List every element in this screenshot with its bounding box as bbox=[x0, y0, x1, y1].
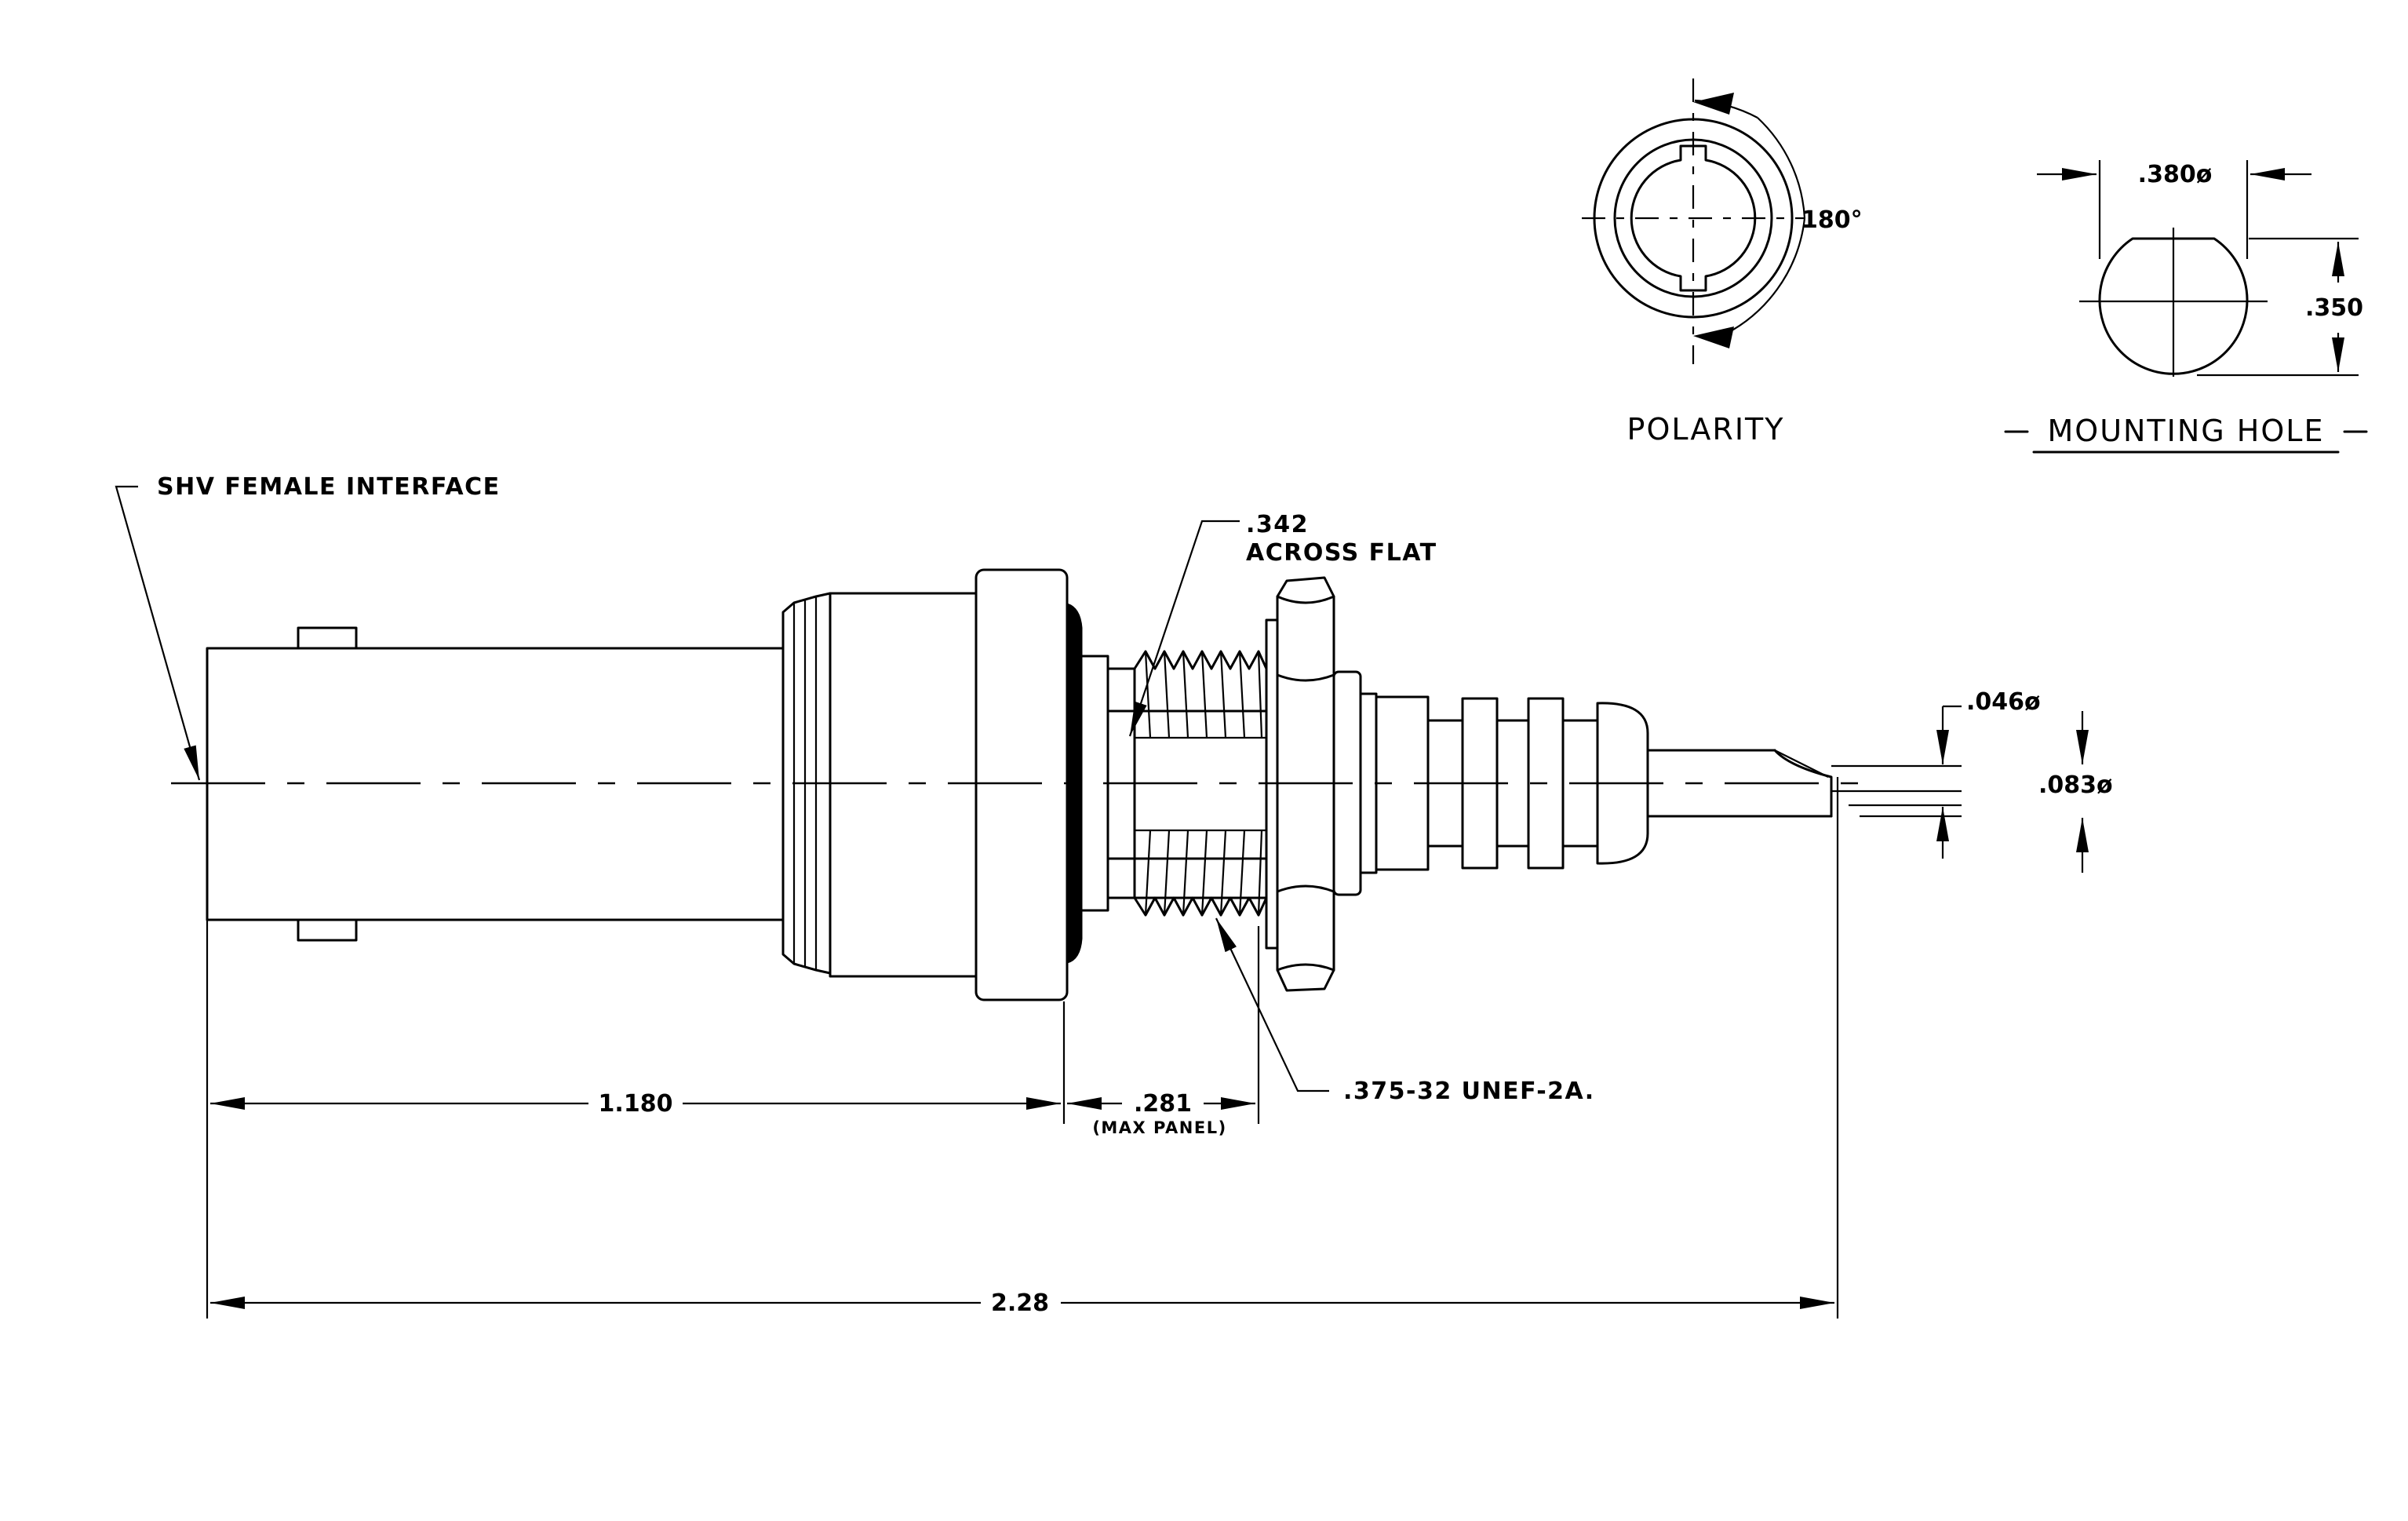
interface-label: SHV FEMALE INTERFACE bbox=[157, 473, 501, 501]
dim-228-value: 2.28 bbox=[991, 1289, 1049, 1317]
max-panel-label: (MAX PANEL) bbox=[1092, 1118, 1226, 1137]
dim-1180-value: 1.180 bbox=[599, 1090, 673, 1118]
hole-flat-value: .350 bbox=[2305, 294, 2363, 322]
cable-diameter-value: .083ø bbox=[2038, 771, 2113, 799]
polarity-view: 180° POLARITY bbox=[1582, 78, 1863, 447]
threaded-shank bbox=[1080, 618, 1279, 950]
polarity-title: POLARITY bbox=[1627, 412, 1785, 447]
dimension-lines bbox=[206, 705, 2089, 1319]
mounting-hole-view: .380ø .350 MOUNTING HOLE bbox=[2004, 160, 2368, 454]
polarity-angle: 180° bbox=[1801, 206, 1863, 234]
gasket bbox=[1066, 602, 1083, 964]
dim-281-value: .281 bbox=[1134, 1090, 1192, 1118]
leaders bbox=[115, 485, 1329, 1092]
across-flat-value: .342 bbox=[1246, 511, 1309, 538]
thread-label: .375-32 UNEF-2A. bbox=[1343, 1078, 1595, 1105]
rear-body bbox=[1332, 670, 1833, 896]
pin-diameter-value: .046ø bbox=[1966, 688, 2041, 716]
polarity-arrow-top bbox=[1757, 117, 1806, 219]
collar bbox=[781, 592, 978, 978]
connector-side-view bbox=[171, 568, 1867, 1001]
labels: SHV FEMALE INTERFACE .342 ACROSS FLAT .3… bbox=[157, 473, 2113, 1317]
hole-diameter-value: .380ø bbox=[2138, 161, 2213, 188]
mounting-hole-title: MOUNTING HOLE bbox=[2048, 414, 2325, 448]
mounting-hole-shape bbox=[2098, 237, 2249, 375]
flange bbox=[974, 568, 1083, 1001]
across-flat-label: ACROSS FLAT bbox=[1246, 539, 1437, 567]
